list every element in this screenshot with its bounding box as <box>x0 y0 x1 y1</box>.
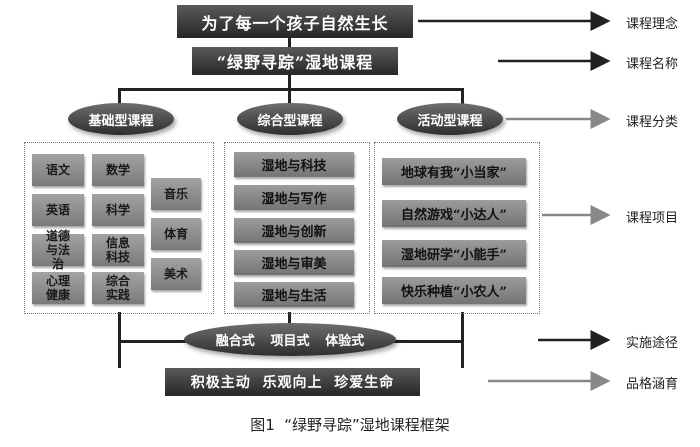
connector-bottom-right <box>461 340 464 368</box>
comprehensive-item-writing: 湿地与写作 <box>234 185 354 210</box>
subject-info-tech: 信息科技 <box>92 234 144 266</box>
connector-bottom-left <box>118 340 121 368</box>
comprehensive-course-panel <box>224 142 370 314</box>
implementation-methods-oval: 融合式 项目式 体验式 <box>184 323 396 356</box>
connector-left-lower <box>118 312 121 342</box>
activity-item-game: 自然游戏“小达人” <box>382 200 526 227</box>
label-philosophy: 课程理念 <box>626 17 679 32</box>
figure-caption: 图1 “绿野寻踪”湿地课程框架 <box>250 416 450 434</box>
subject-chinese: 语文 <box>32 154 84 186</box>
connector-mid <box>288 74 291 90</box>
label-character: 品格涵育 <box>626 377 679 392</box>
subject-ethics-law: 道德与法治 <box>32 229 84 271</box>
method-experience: 体验式 <box>325 334 365 349</box>
label-approach: 实施途径 <box>626 336 679 351</box>
connector-right-lower <box>461 312 464 342</box>
course-name-bar: “绿野寻踪”湿地课程 <box>192 47 398 75</box>
method-project: 项目式 <box>270 334 310 349</box>
connector-right-down <box>461 88 464 106</box>
activity-course-panel <box>374 142 540 314</box>
label-category: 课程分类 <box>626 115 679 130</box>
subject-music: 音乐 <box>151 178 201 210</box>
connector-center-lower <box>288 312 291 324</box>
connector-left-down <box>118 88 121 106</box>
connector-center-down <box>288 88 291 106</box>
character-bar: 积极主动 乐观向上 珍爱生命 <box>165 368 420 396</box>
connector-top <box>288 38 291 50</box>
subject-mental-health: 心理健康 <box>32 272 84 304</box>
category-activity: 活动型课程 <box>397 103 503 135</box>
label-name: 课程名称 <box>626 57 679 72</box>
subject-pe: 体育 <box>151 218 201 250</box>
category-comprehensive: 综合型课程 <box>237 103 343 135</box>
subject-art: 美术 <box>151 258 201 290</box>
basic-course-panel <box>24 142 214 314</box>
comprehensive-item-tech: 湿地与科技 <box>234 152 354 177</box>
philosophy-bar: 为了每一个孩子自然生长 <box>177 5 413 38</box>
comprehensive-item-innovation: 湿地与创新 <box>234 218 354 243</box>
subject-math: 数学 <box>92 154 144 186</box>
subject-science: 科学 <box>92 194 144 226</box>
activity-item-earth: 地球有我“小当家” <box>382 158 526 185</box>
label-project: 课程项目 <box>626 211 679 226</box>
comprehensive-item-aesthetics: 湿地与审美 <box>234 250 354 275</box>
subject-practice: 综合实践 <box>92 272 144 304</box>
comprehensive-item-life: 湿地与生活 <box>234 282 354 307</box>
activity-item-planting: 快乐种植“小农人” <box>382 277 526 304</box>
activity-item-study: 湿地研学“小能手” <box>382 240 526 267</box>
method-integration: 融合式 <box>215 334 255 349</box>
category-basic: 基础型课程 <box>68 103 174 135</box>
subject-english: 英语 <box>32 194 84 226</box>
